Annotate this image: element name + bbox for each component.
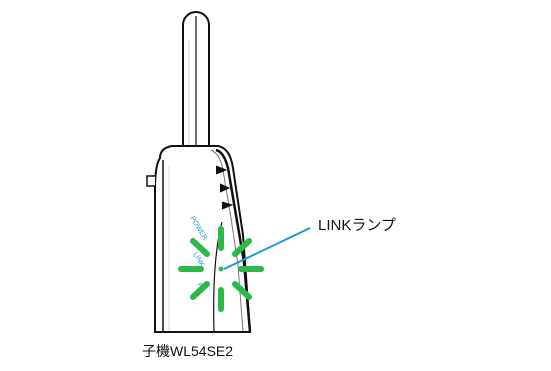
blink-ray-bottom-right — [232, 281, 252, 300]
device-body — [146, 145, 252, 333]
callout-leader-line — [223, 227, 311, 270]
blink-ray-top-right — [232, 238, 252, 257]
link-lamp-callout-label: LINKランプ — [318, 217, 396, 234]
blink-ray-bottom-left — [190, 281, 210, 300]
blink-ray-top-left — [190, 238, 210, 257]
link-led-indicator — [218, 266, 224, 272]
antenna — [182, 11, 210, 159]
device-model-caption: 子機WL54SE2 — [142, 343, 234, 359]
blink-rays — [178, 226, 264, 312]
third-led-label: A — [195, 281, 204, 289]
